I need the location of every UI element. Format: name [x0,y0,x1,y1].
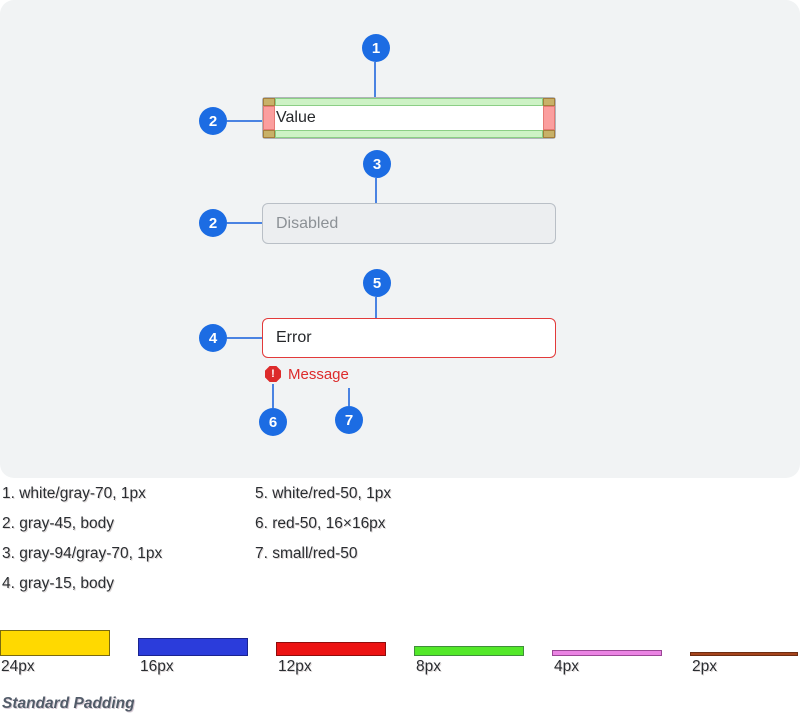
padding-corner-highlight [543,98,555,106]
callout-4: 4 [199,324,227,352]
padding-right-highlight [543,106,555,130]
callout-3-line [375,178,377,203]
callout-2b: 2 [199,209,227,237]
padding-bar-label: 2px [692,658,717,675]
callout-4-line [227,337,262,339]
callout-6-line [272,384,274,408]
callout-7: 7 [335,406,363,434]
padding-bar-24 [0,630,110,656]
padding-bar-label: 12px [278,658,312,675]
padding-corner-highlight [263,130,275,138]
callout-6: 6 [259,408,287,436]
padding-bar-label: 8px [416,658,441,675]
error-alert-icon: ! [265,366,281,382]
callout-5-line [375,297,377,318]
error-message-label: Message [288,365,349,383]
disabled-input: Disabled [262,203,556,244]
padding-bar-label: 24px [1,658,35,675]
padding-bar-4 [552,650,662,656]
padding-bar-2 [690,652,798,656]
error-input[interactable]: Error [262,318,556,358]
padding-left-highlight [263,106,275,130]
footer-note: Standard Padding [2,695,135,712]
callout-1-line [374,62,376,97]
callout-5: 5 [363,269,391,297]
callout-7-line [348,388,350,406]
value-input[interactable]: Value [262,97,556,139]
legend-item: 5. white/red-50, 1px [255,485,392,502]
legend-item: 3. gray-94/gray-70, 1px [2,545,163,562]
callout-3: 3 [363,150,391,178]
legend-item: 2. gray-45, body [2,515,115,532]
legend-item: 1. white/gray-70, 1px [2,485,146,502]
padding-corner-highlight [263,98,275,106]
padding-top-highlight [275,98,543,106]
legend-item: 4. gray-15, body [2,575,115,592]
padding-bar-8 [414,646,524,656]
value-input-text: Value [276,109,316,126]
callout-2b-line [227,222,262,224]
padding-corner-highlight [543,130,555,138]
padding-bar-16 [138,638,248,656]
error-input-text: Error [276,329,312,346]
padding-bottom-highlight [275,130,543,138]
legend-item: 7. small/red-50 [255,545,358,562]
callout-1: 1 [362,34,390,62]
disabled-input-text: Disabled [276,214,339,232]
legend-left-column: 1. white/gray-70, 1px 2. gray-45, body 3… [2,483,162,603]
callout-2-line [227,120,262,122]
padding-bar-label: 4px [554,658,579,675]
padding-bar-12 [276,642,386,656]
legend-right-column: 5. white/red-50, 1px 6. red-50, 16×16px … [255,483,391,573]
padding-bar-label: 16px [140,658,174,675]
callout-2: 2 [199,107,227,135]
legend-item: 6. red-50, 16×16px [255,515,386,532]
